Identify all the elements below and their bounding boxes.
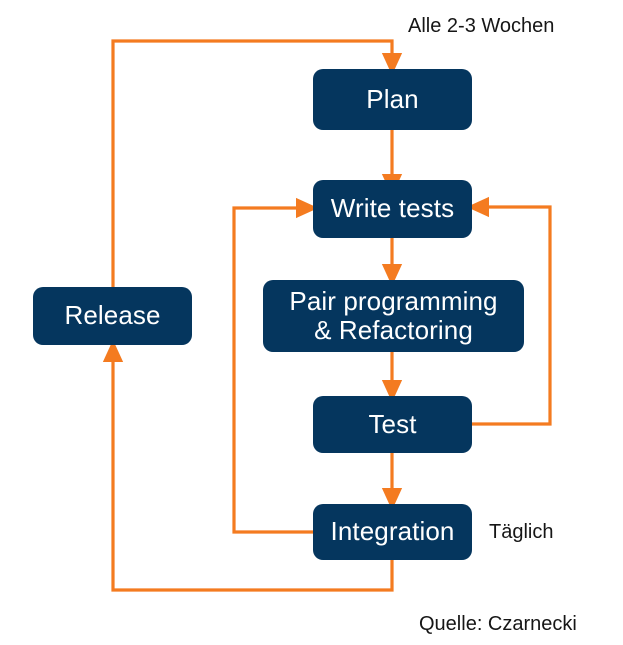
node-test-label: Test [368,408,417,439]
node-release[interactable]: Release [33,287,192,345]
node-integration[interactable]: Integration [313,504,472,560]
connector-integration-to-write-tests [232,197,319,534]
connector-integration-to-release [102,339,394,592]
caption-integration-cadence: Täglich [489,521,554,543]
node-pair-programming[interactable]: Pair programming & Refactoring [263,280,524,352]
node-pair-programming-label: Pair programming & Refactoring [289,285,498,345]
node-write-tests-label: Write tests [330,193,455,224]
node-integration-label: Integration [330,516,455,547]
node-release-label: Release [64,300,161,331]
node-write-tests[interactable]: Write tests [313,180,472,238]
caption-iteration-cadence: Alle 2-3 Wochen [408,15,555,37]
node-plan[interactable]: Plan [313,69,472,130]
caption-source: Quelle: Czarnecki [419,613,577,635]
connector-test-to-write-tests [466,196,552,426]
node-plan-label: Plan [366,83,419,114]
node-test[interactable]: Test [313,396,472,453]
connector-release-to-plan [111,39,403,287]
